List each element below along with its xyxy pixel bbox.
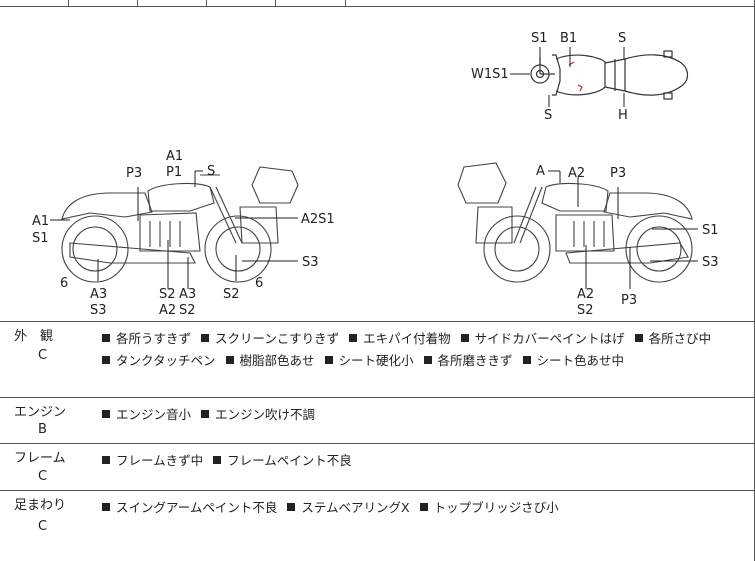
bullet-square-icon (201, 334, 209, 342)
top-view-labels: S1 B1 S W1S1 S H (471, 31, 628, 123)
label-s2: S2 (223, 287, 240, 302)
condition-item: フレームペイント不良 (213, 453, 352, 468)
items-line: スイングアームペイント不良 ステムベアリングX トップブリッジさび小 (102, 497, 747, 519)
bullet-square-icon (225, 356, 234, 364)
condition-item: 樹脂部色あせ (225, 353, 315, 368)
label-a2s1: A2S1 (301, 212, 335, 227)
label-p3: P3 (126, 166, 142, 181)
section-engine: エンジン B エンジン音小 エンジン吹け不調 (0, 398, 754, 444)
bullet-square-icon (522, 356, 531, 364)
condition-item: エンジン吹け不調 (201, 407, 315, 422)
label-s2: S2 (159, 287, 176, 302)
condition-item: エンジン音小 (102, 407, 191, 422)
section-grade: C (38, 348, 48, 363)
bullet-square-icon (102, 456, 110, 464)
label-s1: S1 (702, 223, 719, 238)
label-s: S (207, 164, 215, 179)
damage-diagram: S1 B1 S W1S1 S H (0, 7, 754, 322)
condition-item: ステムベアリングX (287, 500, 410, 515)
label-a: A (536, 164, 545, 179)
items-line: フレームきず中 フレームペイント不良 (102, 450, 747, 472)
section-suspension: 足まわり C スイングアームペイント不良 ステムベアリングX トップブリッジさび… (0, 491, 754, 561)
section-category: フレーム (14, 451, 66, 466)
label-s3: S3 (90, 303, 107, 318)
top-view-leaders (510, 47, 625, 107)
condition-item: サイドカバーペイントはげ (460, 331, 625, 346)
label-s3: S3 (302, 255, 319, 270)
condition-item: スイングアームペイント不良 (102, 500, 277, 515)
section-items: フレームきず中 フレームペイント不良 (102, 450, 747, 472)
bullet-square-icon (460, 334, 469, 342)
bullet-square-icon (102, 334, 110, 342)
condition-item: シート色あせ中 (522, 353, 624, 368)
bullet-square-icon (213, 456, 222, 464)
bullet-square-icon (349, 334, 358, 342)
bullet-square-icon (423, 356, 432, 364)
bullet-square-icon (324, 356, 333, 364)
label-p3: P3 (610, 166, 626, 181)
label-a1: A1 (32, 214, 49, 229)
motorcycle-top-view (530, 50, 689, 100)
label-p3: P3 (621, 293, 637, 308)
label-a2: A2 (577, 287, 594, 302)
condition-item: 各所磨ききず (423, 353, 513, 368)
motorcycle-right-view (457, 162, 693, 283)
label-s3: S3 (702, 255, 719, 270)
items-line: 各所うすきず スクリーンこすりきず エキパイ付着物 サイドカバーペイントはげ 各… (102, 328, 747, 350)
label-p1: P1 (166, 165, 182, 180)
label-b1: B1 (560, 31, 577, 46)
condition-item: トップブリッジさび小 (419, 500, 559, 515)
bullet-square-icon (287, 503, 296, 511)
label-s1: S1 (531, 31, 548, 46)
bullet-square-icon (419, 503, 428, 511)
label-a3: A3 (179, 287, 196, 302)
bullet-square-icon (634, 334, 643, 342)
right-view-labels: A A2 P3 S1 S3 A2 S2 P3 (536, 164, 719, 318)
section-items: 各所うすきず スクリーンこすりきず エキパイ付着物 サイドカバーペイントはげ 各… (102, 328, 747, 372)
label-a2: A2 (568, 166, 585, 181)
condition-item: タンクタッチペン (102, 353, 216, 368)
condition-item: エキパイ付着物 (349, 331, 451, 346)
top-table-edge (0, 0, 754, 7)
condition-item: シート硬化小 (324, 353, 414, 368)
items-line: エンジン音小 エンジン吹け不調 (102, 404, 747, 426)
label-s1: S1 (32, 231, 49, 246)
condition-item: フレームきず中 (102, 453, 203, 468)
label-a1: A1 (166, 149, 183, 164)
section-items: スイングアームペイント不良 ステムベアリングX トップブリッジさび小 (102, 497, 747, 519)
bullet-square-icon (102, 356, 110, 364)
left-view-leaders (50, 170, 298, 289)
label-6: 6 (255, 276, 263, 291)
label-a3: A3 (90, 287, 107, 302)
section-exterior: 外 観 C 各所うすきず スクリーンこすりきず エキパイ付着物 サイドカバーペイ… (0, 322, 754, 398)
items-line: タンクタッチペン 樹脂部色あせ シート硬化小 各所磨ききず シート色あせ中 (102, 350, 747, 372)
section-category: エンジン (14, 405, 67, 420)
right-view-leaders (548, 170, 698, 289)
bullet-square-icon (102, 410, 110, 418)
section-grade: C (38, 469, 48, 484)
section-grade: C (38, 519, 48, 534)
section-category: 外 観 (14, 329, 54, 344)
label-s2: S2 (577, 303, 594, 318)
section-grade: B (38, 422, 47, 437)
section-category: 足まわり (14, 498, 67, 513)
section-frame: フレーム C フレームきず中 フレームペイント不良 (0, 444, 754, 491)
motorcycle-left-view (61, 166, 299, 283)
label-w1s1: W1S1 (471, 67, 509, 82)
left-view-labels: A1 P1 S P3 A1 S1 A2S1 6 A3 S3 S2 A3 A2 S… (32, 149, 335, 318)
motorcycle-diagram-svg: S1 B1 S W1S1 S H (32, 31, 719, 318)
condition-item: 各所うすきず (102, 331, 191, 346)
label-s: S (544, 108, 552, 123)
condition-item: 各所さび中 (634, 331, 711, 346)
label-s2: S2 (179, 303, 196, 318)
bullet-square-icon (102, 503, 110, 511)
label-a2: A2 (159, 303, 176, 318)
condition-item: スクリーンこすりきず (201, 331, 339, 346)
label-s: S (618, 31, 626, 46)
label-h: H (618, 108, 628, 123)
label-6: 6 (60, 276, 68, 291)
bullet-square-icon (201, 410, 209, 418)
section-items: エンジン音小 エンジン吹け不調 (102, 404, 747, 426)
